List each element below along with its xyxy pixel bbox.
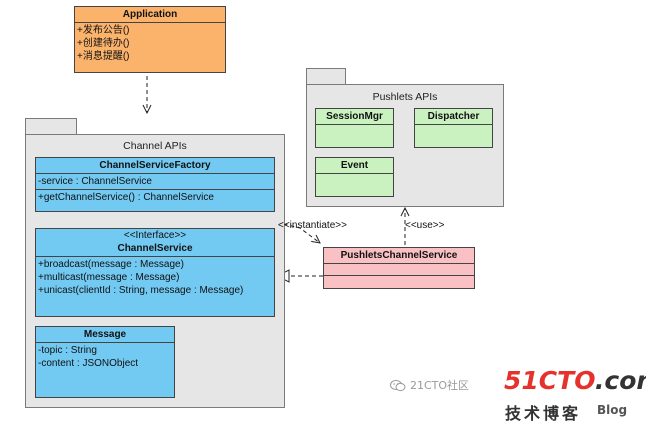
dispatcher-class: Dispatcher [414,108,493,148]
channel-service-class-name: ChannelService [117,243,193,254]
factory-class-name: ChannelServiceFactory [99,160,211,171]
brand-cn-text: 技术博客 [505,404,582,423]
message-attribute: -topic : String [38,345,97,356]
session-mgr-name: SessionMgr [326,111,383,122]
pushlets-channel-service-class: PushletsChannelService [323,247,475,289]
pushlets-channel-service-body-2 [324,275,474,288]
application-class-name: Application [122,9,178,20]
channel-service-method: +unicast(clientId : String, message : Me… [38,285,244,296]
brand-logo-suffix: .com [594,366,646,395]
message-class-name: Message [83,329,127,340]
application-methods: +发布公告() +创建待办() +消息提醒() [75,22,225,64]
wechat-watermark: 21CTO社区 [390,377,469,393]
instantiate-label: <<instantiate>> [278,220,347,231]
channel-service-factory-class: ChannelServiceFactory -service : Channel… [35,157,275,212]
message-class: Message -topic : String -content : JSONO… [35,326,175,398]
channel-apis-title: Channel APIs [123,140,187,152]
interface-stereotype: <<Interface>> [123,230,187,241]
factory-attributes: -service : ChannelService [36,173,274,189]
message-attributes: -topic : String -content : JSONObject [36,342,174,371]
channel-apis-package-tab [25,118,77,134]
channel-service-methods: +broadcast(message : Message) +multicast… [36,256,274,298]
session-mgr-body [316,124,393,149]
factory-method: +getChannelService() : ChannelService [38,192,214,203]
wechat-icon [390,379,406,391]
pushlets-apis-package-tab [306,68,346,84]
message-attribute: -content : JSONObject [38,358,139,369]
channel-service-method: +broadcast(message : Message) [38,259,184,270]
brand-logo: 51CTO.com [504,366,646,395]
application-method: +消息提醒() [77,51,130,62]
dispatcher-name: Dispatcher [427,111,480,122]
wechat-watermark-text: 21CTO社区 [410,379,470,392]
blog-text: Blog [597,403,628,417]
event-class: Event [315,157,394,197]
factory-methods: +getChannelService() : ChannelService [36,189,274,205]
pushlets-apis-title: Pushlets APIs [372,91,438,103]
factory-attribute: -service : ChannelService [38,176,152,187]
brand-logo-prefix: 51CTO [504,366,595,395]
application-method: +创建待办() [77,38,130,49]
dispatcher-body [415,124,492,149]
application-method: +发布公告() [77,25,130,36]
event-name: Event [340,160,369,171]
session-mgr-class: SessionMgr [315,108,394,148]
application-class: Application +发布公告() +创建待办() +消息提醒() [74,6,226,73]
event-body [316,173,393,198]
pushlets-channel-service-body [324,263,474,275]
use-label: <<use>> [405,220,445,231]
pushlets-channel-service-name: PushletsChannelService [340,250,458,261]
channel-service-interface: <<Interface>> ChannelService +broadcast(… [35,228,275,317]
channel-service-method: +multicast(message : Message) [38,272,180,283]
